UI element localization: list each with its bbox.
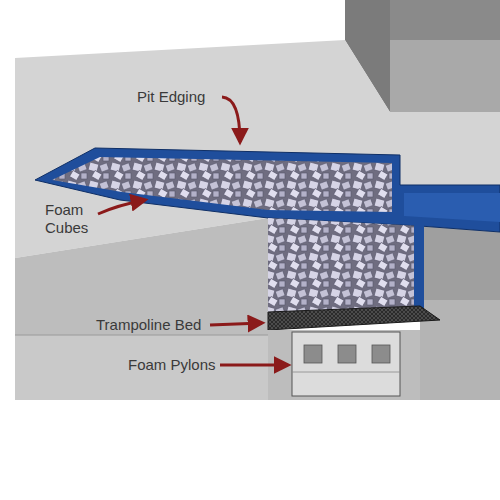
foam-cubes-section [268,218,420,314]
pylon-hole [338,345,356,363]
leader-arrow [98,200,145,214]
leader-arrow [220,364,288,367]
pit-edging [35,148,500,232]
ledge-edge [15,335,268,336]
leader-arrow [210,323,262,325]
part-label: Pit Edging [137,88,205,106]
pylon-hole [304,345,322,363]
edging-section [414,222,424,312]
pylon-seam [292,372,400,373]
part-label: Foam Pylons [128,356,216,374]
wall-face [390,40,500,112]
lower-ledge [15,335,268,400]
pylon-hole [372,345,390,363]
part-label: Trampoline Bed [96,316,201,334]
right-section [420,226,500,400]
front-section [15,218,268,400]
edging-run [404,193,500,222]
leader-arrow [222,97,240,142]
foam-pylons [292,332,400,396]
trampoline-bed [268,306,440,330]
foam-cubes [52,157,392,212]
pit-floor-void [268,330,420,400]
part-label: Foam Cubes [45,201,105,237]
